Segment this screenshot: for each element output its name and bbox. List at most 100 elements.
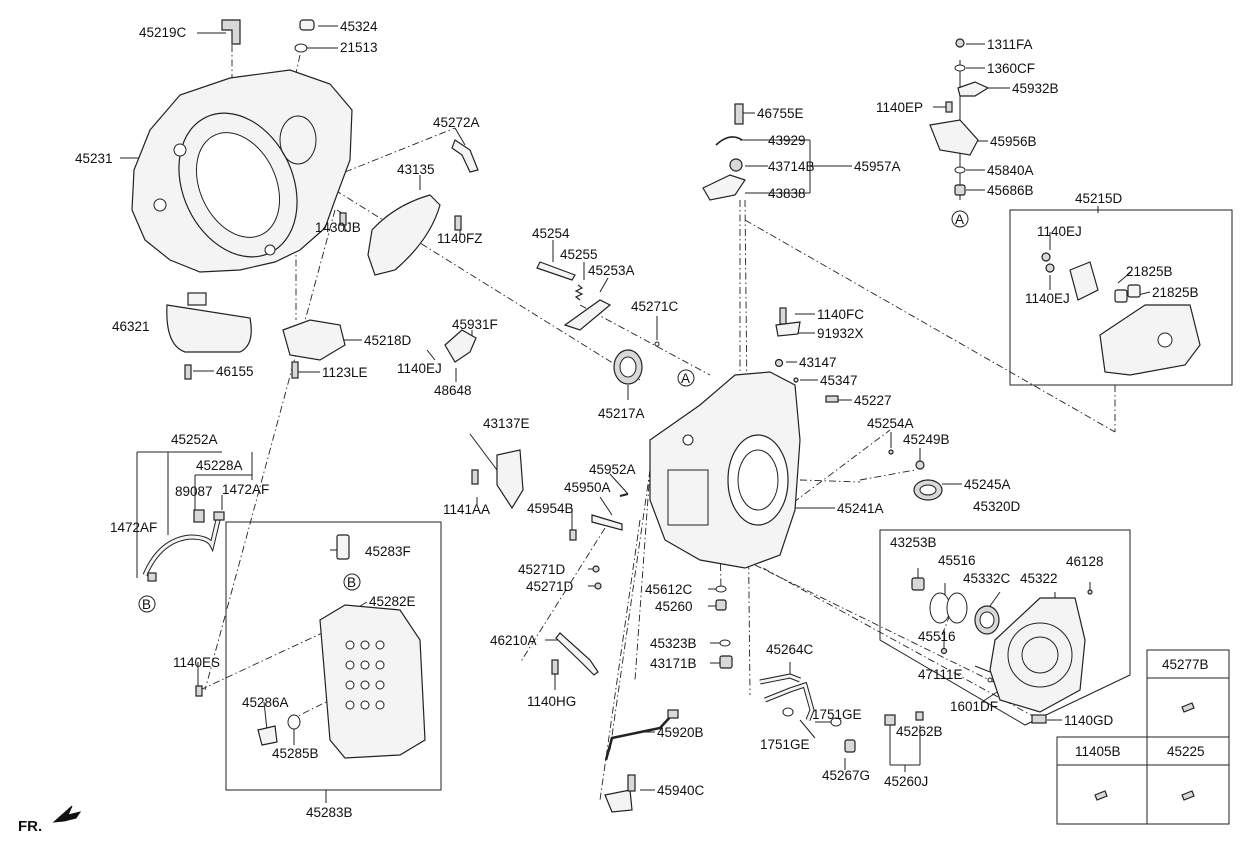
label-1360CF: 1360CF xyxy=(987,61,1035,76)
label-46321: 46321 xyxy=(112,319,150,334)
label-1140EP: 1140EP xyxy=(876,100,923,115)
label-45225: 45225 xyxy=(1167,744,1205,759)
label-46210A: 46210A xyxy=(490,633,537,648)
label-46155: 46155 xyxy=(216,364,254,379)
oil-pan-45282E xyxy=(319,604,426,759)
ref-marker-b-2 xyxy=(343,573,361,591)
label-45332C: 45332C xyxy=(963,571,1011,586)
label-45956B: 45956B xyxy=(990,134,1037,149)
label-43714B: 43714B xyxy=(768,159,815,174)
label-45254: 45254 xyxy=(532,226,570,241)
label-45231: 45231 xyxy=(75,151,113,166)
label-45252A: 45252A xyxy=(171,432,218,447)
label-1140ES: 1140ES xyxy=(173,655,220,670)
label-1751GE-b: 1751GE xyxy=(760,737,810,752)
label-45286A: 45286A xyxy=(242,695,289,710)
label-21825B-a: 21825B xyxy=(1126,264,1173,279)
label-89087: 89087 xyxy=(175,484,213,499)
front-marker-text: FR. xyxy=(18,818,42,835)
label-45320D: 45320D xyxy=(973,499,1021,514)
label-45217A: 45217A xyxy=(598,406,645,421)
label-45323B: 45323B xyxy=(650,636,697,651)
label-1601DF: 1601DF xyxy=(950,699,998,714)
label-46128: 46128 xyxy=(1066,554,1104,569)
label-45347: 45347 xyxy=(820,373,858,388)
label-45686B: 45686B xyxy=(987,183,1034,198)
label-45324: 45324 xyxy=(340,19,378,34)
label-45241A: 45241A xyxy=(837,501,884,516)
label-45219C: 45219C xyxy=(139,25,187,40)
ref-marker-a-2-text: A xyxy=(681,371,690,386)
label-1472AF-b: 1472AF xyxy=(110,520,157,535)
lever-45253A xyxy=(563,299,612,331)
label-45285B: 45285B xyxy=(272,746,319,761)
label-1140EJ-c: 1140EJ xyxy=(1025,291,1070,306)
label-45249B: 45249B xyxy=(903,432,950,447)
valve-body-group-box-45283B xyxy=(225,521,442,791)
label-45227: 45227 xyxy=(854,393,892,408)
label-1140EJ-a: 1140EJ xyxy=(397,361,442,376)
label-43253B: 43253B xyxy=(890,535,937,550)
ref-marker-a-2 xyxy=(677,369,695,387)
label-45255: 45255 xyxy=(560,247,598,262)
part-illustrations xyxy=(52,19,1233,825)
label-45950A: 45950A xyxy=(564,480,611,495)
label-48648: 48648 xyxy=(434,383,472,398)
cover-group-box-45320D xyxy=(879,529,1131,726)
label-45253A: 45253A xyxy=(588,263,635,278)
label-45277B: 45277B xyxy=(1162,657,1209,672)
label-45272A: 45272A xyxy=(433,115,480,130)
label-1140FZ: 1140FZ xyxy=(437,231,483,246)
ref-marker-b-1 xyxy=(138,595,156,613)
label-45952A: 45952A xyxy=(589,462,636,477)
label-21825B-b: 21825B xyxy=(1152,285,1199,300)
label-45245A: 45245A xyxy=(964,477,1011,492)
label-43838: 43838 xyxy=(768,186,806,201)
ref-marker-b-2-text: B xyxy=(347,575,356,590)
mount-45215D xyxy=(1099,304,1201,376)
label-45271D-b: 45271D xyxy=(526,579,574,594)
label-45228A: 45228A xyxy=(196,458,243,473)
bracket-45219C xyxy=(221,19,241,45)
ref-marker-a-1 xyxy=(951,210,969,228)
label-45218D: 45218D xyxy=(364,333,412,348)
label-43929: 43929 xyxy=(768,133,806,148)
label-21513: 21513 xyxy=(340,40,378,55)
label-1141AA: 1141AA xyxy=(443,502,490,517)
label-45322: 45322 xyxy=(1020,571,1058,586)
solenoid-45283F xyxy=(336,534,350,560)
label-43147: 43147 xyxy=(799,355,837,370)
part-labels: 45219C 45324 21513 45231 45272A 43135 14… xyxy=(18,19,1209,835)
sensor-45956B xyxy=(929,119,979,156)
label-45267G: 45267G xyxy=(822,768,870,783)
label-45282E: 45282E xyxy=(369,594,416,609)
pan-holes xyxy=(345,640,385,710)
label-45612C: 45612C xyxy=(645,582,693,597)
label-45932B: 45932B xyxy=(1012,81,1059,96)
label-43137E: 43137E xyxy=(483,416,530,431)
label-45283B: 45283B xyxy=(306,805,353,820)
label-1430JB: 1430JB xyxy=(315,220,361,235)
plug-45324 xyxy=(299,19,315,31)
label-45271C: 45271C xyxy=(631,299,679,314)
label-1140EJ-b: 1140EJ xyxy=(1037,224,1082,239)
label-47111E: 47111E xyxy=(918,667,963,682)
spring-45255 xyxy=(574,284,584,301)
shield-43135 xyxy=(367,194,441,276)
label-45920B: 45920B xyxy=(657,725,704,740)
strainer-46321 xyxy=(166,304,252,353)
label-91932X: 91932X xyxy=(817,326,864,341)
label-45264C: 45264C xyxy=(766,642,814,657)
label-1140HG: 1140HG xyxy=(527,694,576,709)
label-43171B: 43171B xyxy=(650,656,697,671)
label-45260J: 45260J xyxy=(884,774,928,789)
label-45840A: 45840A xyxy=(987,163,1034,178)
gasket-21513 xyxy=(294,43,308,53)
bracket-45218D xyxy=(282,319,346,361)
label-1472AF-a: 1472AF xyxy=(222,482,269,497)
front-arrow-icon xyxy=(52,805,82,823)
clip-45272A xyxy=(451,139,479,173)
label-45215D: 45215D xyxy=(1075,191,1123,206)
ref-marker-a-1-text: A xyxy=(955,212,964,227)
